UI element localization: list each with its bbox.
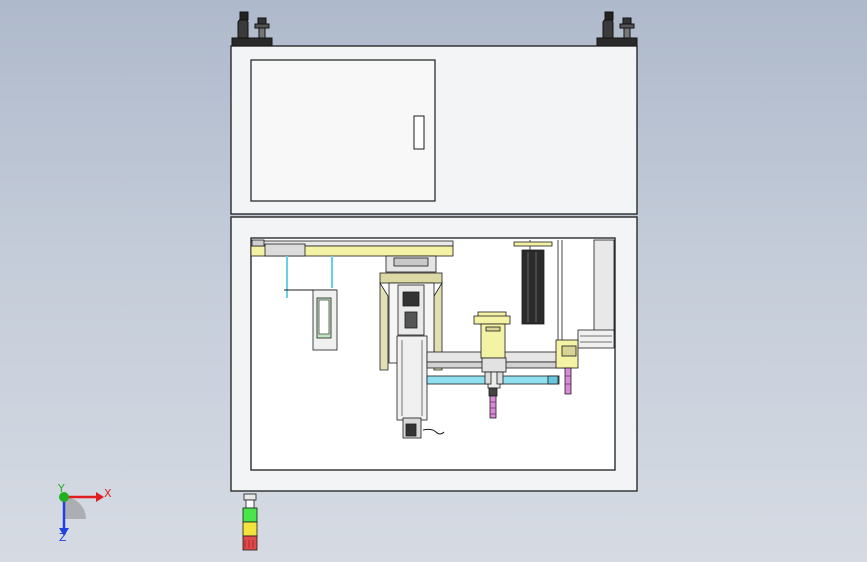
- mechanism: [250, 239, 615, 439]
- leveling-foot-right-icon: [596, 11, 638, 47]
- upper-cabinet: [230, 45, 638, 215]
- cabinet-door: [250, 59, 436, 202]
- y-axis-point: [59, 492, 69, 502]
- signal-light-yellow: [242, 521, 258, 537]
- door-handle-icon: [413, 115, 425, 150]
- y-axis-label: Y: [57, 482, 65, 495]
- triad-plane-icon: [64, 497, 86, 519]
- signal-light-green: [242, 507, 258, 523]
- top-rail-yellow: [250, 245, 454, 257]
- signal-tower-icon: [242, 493, 258, 551]
- coordinate-triad: X Y Z: [57, 482, 112, 544]
- leveling-foot-left-icon: [231, 11, 273, 47]
- z-axis-label: Z: [59, 531, 67, 544]
- magenta-nozzle: [489, 395, 497, 419]
- x-axis-label: X: [104, 487, 112, 500]
- signal-light-red: [242, 535, 258, 551]
